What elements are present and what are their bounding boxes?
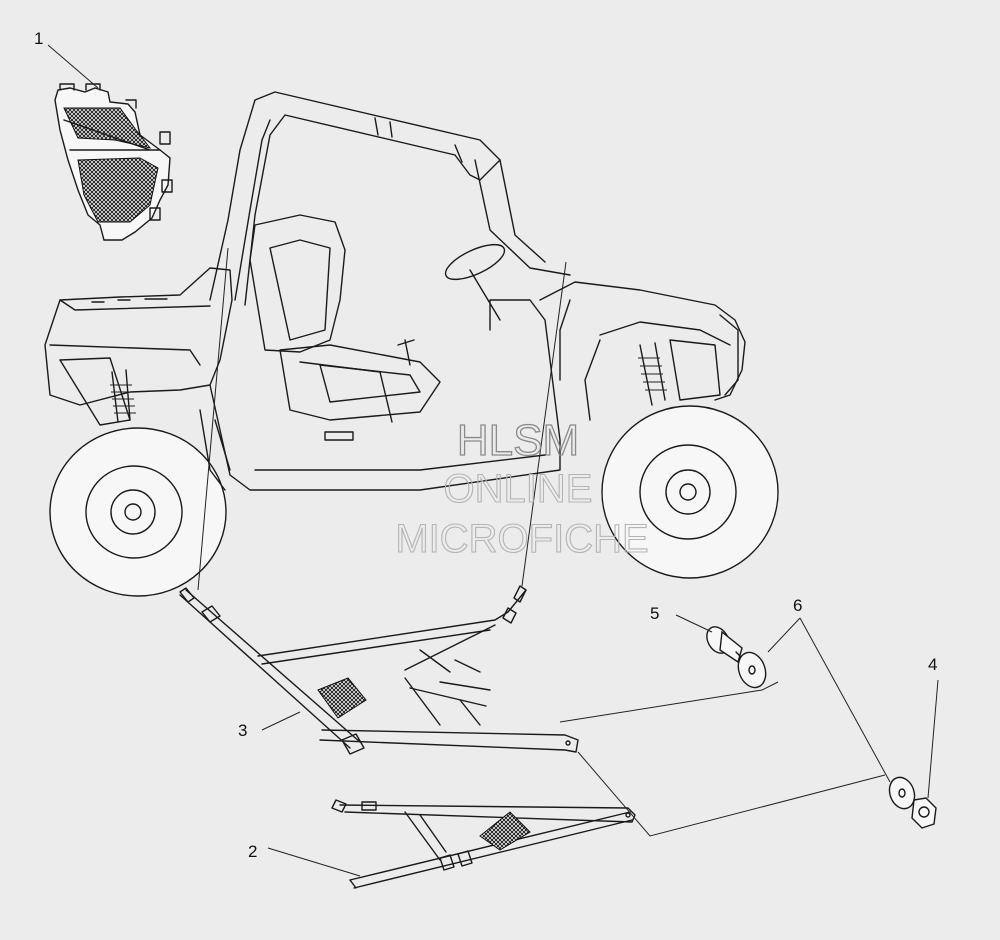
callout-1: 1 <box>34 29 43 48</box>
watermark: HLSM ONLINE MICROFICHE <box>395 415 649 561</box>
callout-2: 2 <box>248 842 257 861</box>
callout-3: 3 <box>238 721 247 740</box>
part-5-push-rivet <box>706 626 745 664</box>
part-1-door-net <box>54 83 173 241</box>
watermark-line-1: HLSM <box>457 416 579 465</box>
part-3-door-net <box>179 585 579 755</box>
part-6-washer-2 <box>888 776 916 810</box>
part-4-nut <box>911 797 937 829</box>
front-wheel <box>601 405 779 579</box>
rear-wheel <box>49 427 227 597</box>
watermark-line-3: MICROFICHE <box>395 517 648 561</box>
vehicle-drawing <box>44 91 779 597</box>
callout-5: 5 <box>650 604 659 623</box>
watermark-line-2: ONLINE <box>444 467 593 511</box>
callout-4: 4 <box>928 655 937 674</box>
callout-6: 6 <box>793 596 802 615</box>
assembly-lines <box>47 44 939 877</box>
part-2-door-net <box>331 799 636 889</box>
part-6-washer <box>737 651 767 689</box>
